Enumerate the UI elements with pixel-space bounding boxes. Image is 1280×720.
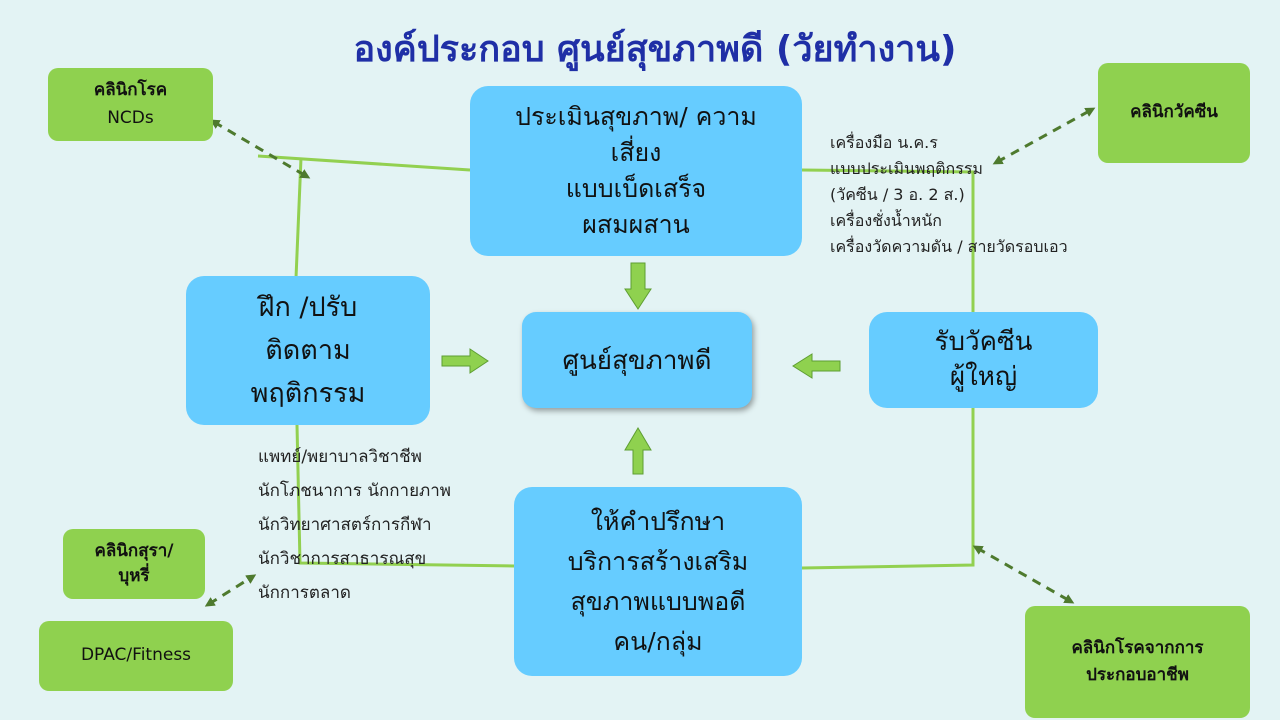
clinic-dpac-line-1: DPAC/Fitness xyxy=(80,645,192,666)
clinic-vaccine-line-1: คลินิกวัคซีน xyxy=(1130,102,1218,123)
block-arrow-up xyxy=(624,427,652,475)
clinic-ncd-line-1: คลินิกโรค xyxy=(93,80,168,101)
clinic-alcohol-line-2: บุหรี่ xyxy=(118,566,150,586)
staff-note: แพทย์/พยาบาลวิชาชีพ นักโภชนาการ นักกายภา… xyxy=(258,440,451,610)
counseling-line-4: คน/กลุ่ม xyxy=(613,626,703,656)
assessment-line-3: แบบเบ็ดเสร็จ xyxy=(565,174,707,203)
clinic-alcohol: คลินิกสุรา/ บุหรี่ xyxy=(63,529,205,599)
connector-left-vertical xyxy=(294,157,303,279)
connector-right-vertical xyxy=(801,408,975,570)
connector-bottom-left xyxy=(295,424,515,568)
counseling-box: ให้คำปรึกษา บริการสร้างเสริม สุขภาพแบบพอ… xyxy=(514,487,802,676)
vaccination-line-1: รับวัคซีน xyxy=(934,326,1033,357)
clinic-ncd-line-2: NCDs xyxy=(107,107,154,128)
staff-line-1: แพทย์/พยาบาลวิชาชีพ xyxy=(258,447,422,467)
assessment-line-2: เสี่ยง xyxy=(610,137,662,167)
clinic-occupational-line-1: คลินิกโรคจากการ xyxy=(1071,637,1204,658)
training-box: ฝึก /ปรับ ติดตาม พฤติกรรม xyxy=(186,276,430,425)
page-title: องค์ประกอบ ศูนย์สุขภาพดี (วัยทำงาน) xyxy=(353,29,957,70)
staff-line-3: นักวิทยาศาสตร์การกีฬา xyxy=(258,515,432,535)
training-line-2: ติดตาม xyxy=(265,334,351,366)
counseling-line-2: บริการสร้างเสริม xyxy=(567,546,749,576)
assessment-line-4: ผสมผสาน xyxy=(582,210,690,240)
block-arrow-left xyxy=(792,353,841,379)
block-arrow-right xyxy=(441,348,489,374)
clinic-vaccine: คลินิกวัคซีน xyxy=(1098,63,1250,163)
dashed-arrow-vaccine xyxy=(992,107,1096,165)
vaccination-line-2: ผู้ใหญ่ xyxy=(949,362,1018,392)
center-box: ศูนย์สุขภาพดี xyxy=(522,312,752,408)
staff-line-2: นักโภชนาการ นักกายภาพ xyxy=(258,481,452,501)
dashed-arrow-ncd xyxy=(209,119,311,179)
staff-line-5: นักการตลาด xyxy=(258,583,351,603)
tools-note: เครื่องมือ น.ค.ร แบบประเมินพฤติกรรม (วัค… xyxy=(830,130,1068,260)
dashed-arrow-alcohol xyxy=(204,574,257,607)
clinic-occupational: คลินิกโรคจากการ ประกอบอาชีพ xyxy=(1025,606,1250,718)
counseling-line-1: ให้คำปรึกษา xyxy=(590,506,726,536)
assessment-box: ประเมินสุขภาพ/ ความ เสี่ยง แบบเบ็ดเสร็จ … xyxy=(470,86,802,256)
connector-top-right xyxy=(801,168,975,312)
clinic-dpac: DPAC/Fitness xyxy=(39,621,233,691)
block-arrow-down xyxy=(624,262,652,310)
dashed-arrow-occupational xyxy=(972,545,1075,604)
tools-line-3: (วัคซีน / 3 อ. 2 ส.) xyxy=(830,184,965,204)
tools-line-5: เครื่องวัดความดัน / สายวัดรอบเอว xyxy=(830,236,1068,256)
tools-line-4: เครื่องชั่งน้ำหนัก xyxy=(830,210,942,230)
center-label: ศูนย์สุขภาพดี xyxy=(562,345,712,376)
training-line-3: พฤติกรรม xyxy=(250,378,366,410)
clinic-ncd: คลินิกโรค NCDs xyxy=(48,68,213,141)
tools-line-2: แบบประเมินพฤติกรรม xyxy=(830,158,983,178)
tools-line-1: เครื่องมือ น.ค.ร xyxy=(830,133,938,152)
counseling-line-3: สุขภาพแบบพอดี xyxy=(570,586,746,616)
training-line-1: ฝึก /ปรับ xyxy=(258,291,358,323)
vaccination-box: รับวัคซีน ผู้ใหญ่ xyxy=(869,312,1098,408)
staff-line-4: นักวิชาการสาธารณสุข xyxy=(258,549,427,569)
clinic-occupational-line-2: ประกอบอาชีพ xyxy=(1086,665,1189,685)
assessment-line-1: ประเมินสุขภาพ/ ความ xyxy=(515,101,757,131)
clinic-alcohol-line-1: คลินิกสุรา/ xyxy=(94,541,174,562)
